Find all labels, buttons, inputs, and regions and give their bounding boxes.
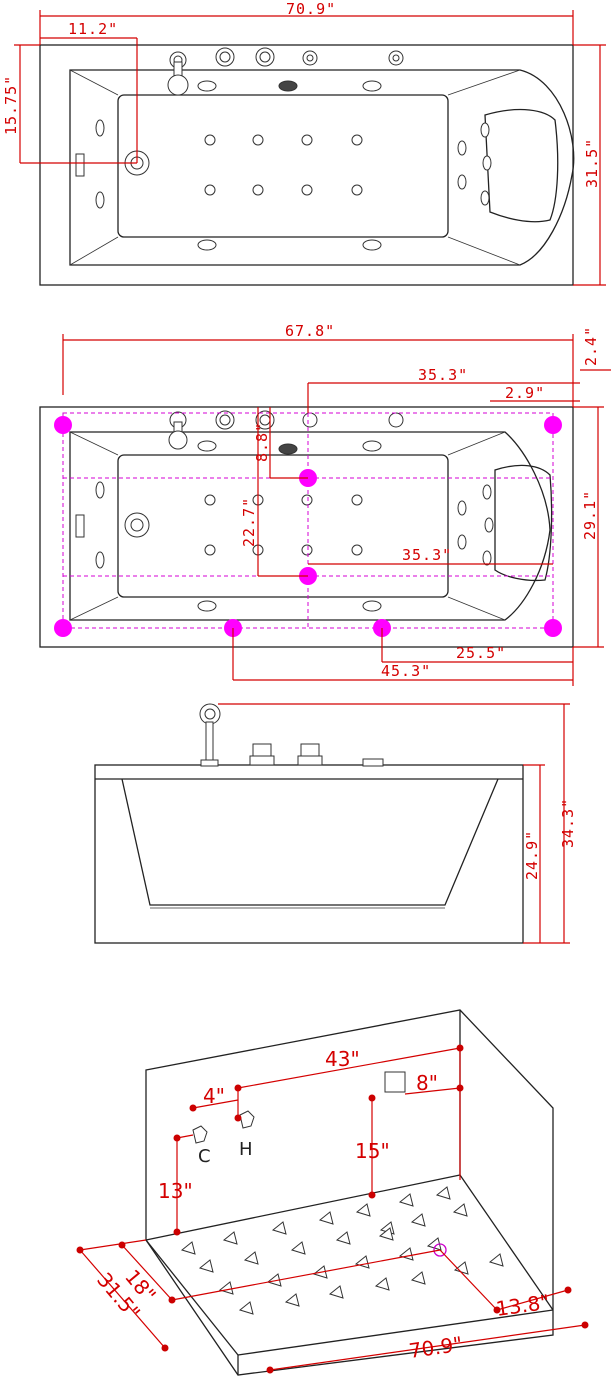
side-view-fixtures: [199, 703, 384, 767]
side-height-total-label: 34.3": [559, 798, 577, 848]
side-view-body: [94, 764, 524, 944]
hot-valve-label: H: [239, 1139, 253, 1160]
plumb-height-15-label: 15": [355, 1139, 390, 1163]
top-view-headrest: [484, 108, 559, 223]
support-point: [544, 619, 562, 637]
plumb-span-43-label: 43": [325, 1047, 360, 1071]
plumb-height-13-label: 13": [158, 1179, 193, 1203]
top-drain-y-label: 15.75": [2, 75, 20, 135]
support-view-jets: [75, 410, 494, 612]
support-span-e-label: 45.3": [381, 662, 431, 680]
side-view: 24.9" 34.3": [94, 703, 577, 944]
support-view-outer-rim: [39, 406, 574, 648]
support-span-c-label: 35.3": [402, 546, 452, 564]
support-depth-b-label: 22.7": [240, 497, 258, 547]
plumb-length-label: 70.9": [407, 1332, 464, 1363]
side-view-basin: [121, 778, 499, 906]
support-offset-b-label: 2.9": [505, 384, 545, 402]
top-view-basin-outline: [69, 69, 575, 266]
valve-fixtures: [192, 1071, 406, 1144]
plumb-span-8-label: 8": [416, 1071, 438, 1095]
plumb-span-4-label: 4": [203, 1084, 225, 1108]
support-point: [544, 416, 562, 434]
support-inner-length-label: 67.8": [285, 322, 335, 340]
side-height-rim-label: 24.9": [523, 830, 541, 880]
top-drain-x-label: 11.2": [68, 20, 118, 38]
support-depth-a-label: 8.8": [253, 422, 271, 462]
support-point: [54, 416, 72, 434]
top-view-jets: [75, 80, 492, 251]
floor-massage-nubs: [180, 1186, 504, 1315]
support-width-label: 29.1": [581, 490, 599, 540]
top-length-label: 70.9": [286, 0, 336, 18]
plumb-span-13-8-label: 13.8": [494, 1290, 551, 1321]
drain-icon: [433, 1243, 447, 1257]
top-width-label: 31.5": [583, 138, 601, 188]
support-point: [54, 619, 72, 637]
plumbing-view: C H 43" 4" 8" 15" 13" 18" 31.5" 70.9": [76, 1009, 589, 1376]
support-span-d-label: 25.5": [456, 644, 506, 662]
support-span-a-label: 35.3": [418, 366, 468, 384]
top-view-outer-rim: [39, 44, 574, 286]
support-view: 67.8" 2.4" 35.3" 2.9" 8.8" 22.7" 35.3" 2…: [39, 322, 611, 686]
cold-valve-label: C: [198, 1146, 211, 1167]
top-view-faucets: [167, 47, 404, 96]
top-view-basin-floor: [117, 94, 449, 238]
support-offset-small-label: 2.4": [582, 326, 600, 366]
top-view: 70.9" 11.2" 15.75" 31.5": [2, 0, 606, 286]
